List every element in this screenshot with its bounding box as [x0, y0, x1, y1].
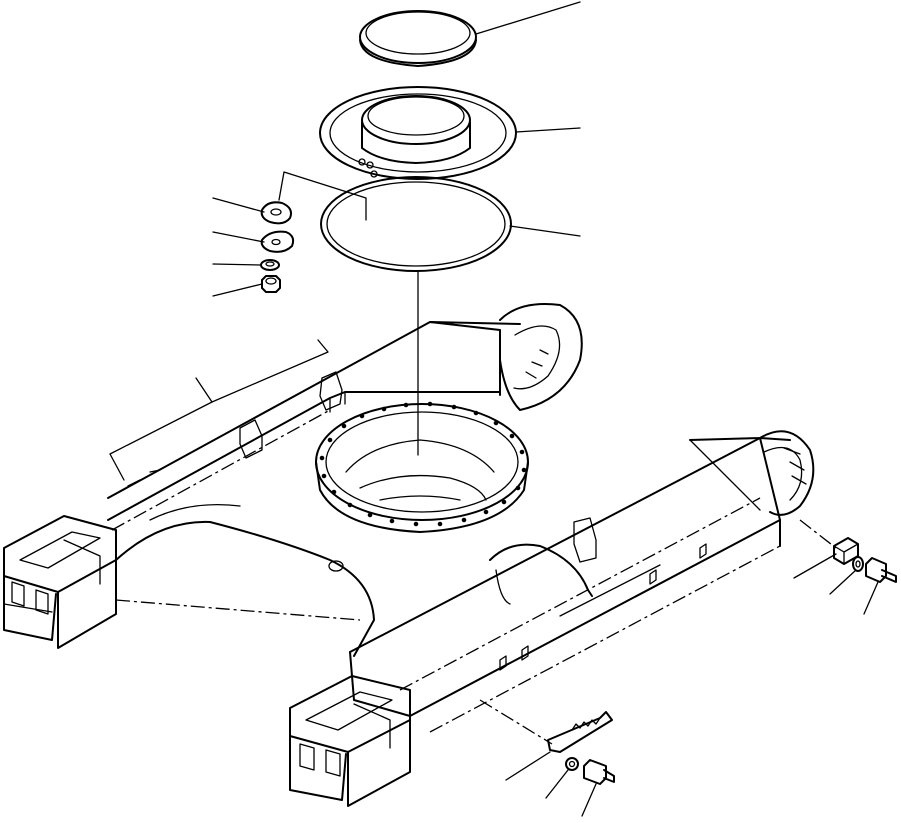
leader-bracket-axis — [479, 699, 553, 745]
bolt-bottom — [583, 759, 615, 785]
leader-track-frame-a — [195, 339, 329, 403]
leader-seal-ring — [509, 225, 581, 237]
leader-lines — [109, 1, 879, 817]
track-frame — [3, 303, 815, 807]
leader-washer-right — [829, 569, 857, 595]
leader-plate-a — [212, 197, 265, 213]
swing-circle-mount — [315, 401, 529, 533]
leader-block — [793, 553, 837, 579]
leader-bolt-bottom — [581, 783, 597, 817]
cover-ring — [359, 10, 477, 67]
leader-retainer-plate — [515, 127, 581, 133]
plate-a — [260, 201, 292, 225]
leader-cover-ring — [475, 1, 581, 35]
washer-bottom — [565, 757, 579, 771]
leader-guard-bracket — [505, 751, 551, 781]
bearing-retainer-plate — [319, 86, 517, 180]
assembly-bracket — [278, 171, 367, 221]
washer-right — [852, 556, 864, 572]
leader-plate-b — [212, 231, 265, 243]
leader-track-frame-b — [109, 401, 213, 481]
seal-ring — [320, 176, 512, 272]
leader-washer-small — [212, 263, 261, 266]
nut — [261, 275, 281, 293]
guard-bracket — [547, 711, 613, 753]
leader-nut — [212, 283, 263, 297]
bolt-right — [865, 557, 897, 583]
leader-bolt-right — [863, 581, 879, 615]
leader-block-axis — [799, 519, 837, 549]
leader-washer-bottom — [545, 769, 569, 799]
plate-b — [260, 230, 295, 253]
washer-small — [260, 259, 280, 271]
